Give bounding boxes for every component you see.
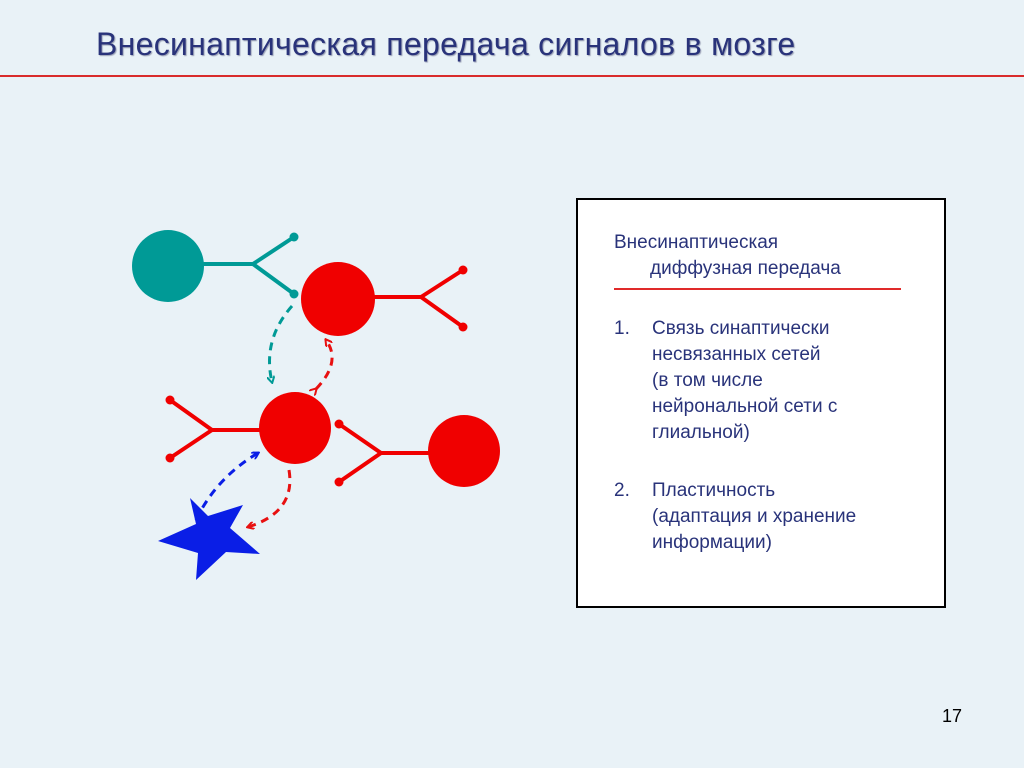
red-top-terminal-upper (458, 265, 468, 275)
red-neuron-top (301, 262, 468, 336)
red-right-terminal-upper (334, 419, 344, 429)
red-neuron-middle (165, 392, 331, 464)
list-item: 1. Связь синаптически несвязанных сетей … (614, 316, 934, 446)
list-item-line: Пластичность (652, 480, 776, 501)
box-heading: Внесинаптическая диффузная передача (614, 230, 841, 282)
red-top-terminal-lower (458, 322, 468, 332)
box-heading-line2: диффузная передача (650, 258, 841, 279)
glial-cell-star (158, 498, 260, 580)
list-item-number: 2. (614, 480, 630, 501)
teal-diffusion-arrow (270, 305, 294, 382)
red-neuron-middle-dendrite (168, 398, 261, 460)
list-item-line: (адаптация и хранение (652, 506, 857, 527)
slide-title: Внесинаптическая передача сигналов в моз… (96, 26, 796, 62)
list-item: 2. Пластичность (адаптация и хранение ин… (614, 478, 934, 556)
list-item-line: (в том числе (652, 370, 763, 391)
list-item-number: 1. (614, 318, 630, 339)
box-divider (614, 288, 901, 290)
list-item-line: информации) (652, 532, 772, 553)
red-neuron-right-body (428, 415, 500, 487)
blue-diffusion-arrow (194, 453, 258, 521)
teal-terminal-bottom (289, 289, 299, 299)
list-item-line: несвязанных сетей (652, 344, 821, 365)
page-number: 17 (942, 706, 963, 726)
red-neuron-middle-body (259, 392, 331, 464)
list-item-line: Связь синаптически (652, 318, 830, 339)
red-middle-terminal-upper (165, 395, 175, 405)
teal-neuron-body (132, 230, 204, 302)
teal-neuron (132, 230, 299, 302)
red-right-terminal-lower (334, 477, 344, 487)
title-divider (0, 75, 1024, 77)
list-item-line: нейрональной сети с (652, 396, 838, 417)
red-neuron-top-body (301, 262, 375, 336)
red-middle-terminal-lower (165, 453, 175, 463)
red-neuron-top-axon (373, 268, 465, 329)
red-neuron-right (334, 415, 500, 487)
red-bidirectional-arrow (316, 340, 334, 389)
red-glial-arrow (248, 469, 292, 527)
teal-terminal-top (289, 232, 299, 242)
info-box: Внесинаптическая диффузная передача 1. С… (576, 198, 946, 608)
box-heading-line1: Внесинаптическая (614, 232, 779, 253)
red-neuron-right-dendrite (337, 422, 430, 484)
teal-neuron-axon (202, 235, 296, 296)
list-item-line: глиальной) (652, 422, 750, 443)
